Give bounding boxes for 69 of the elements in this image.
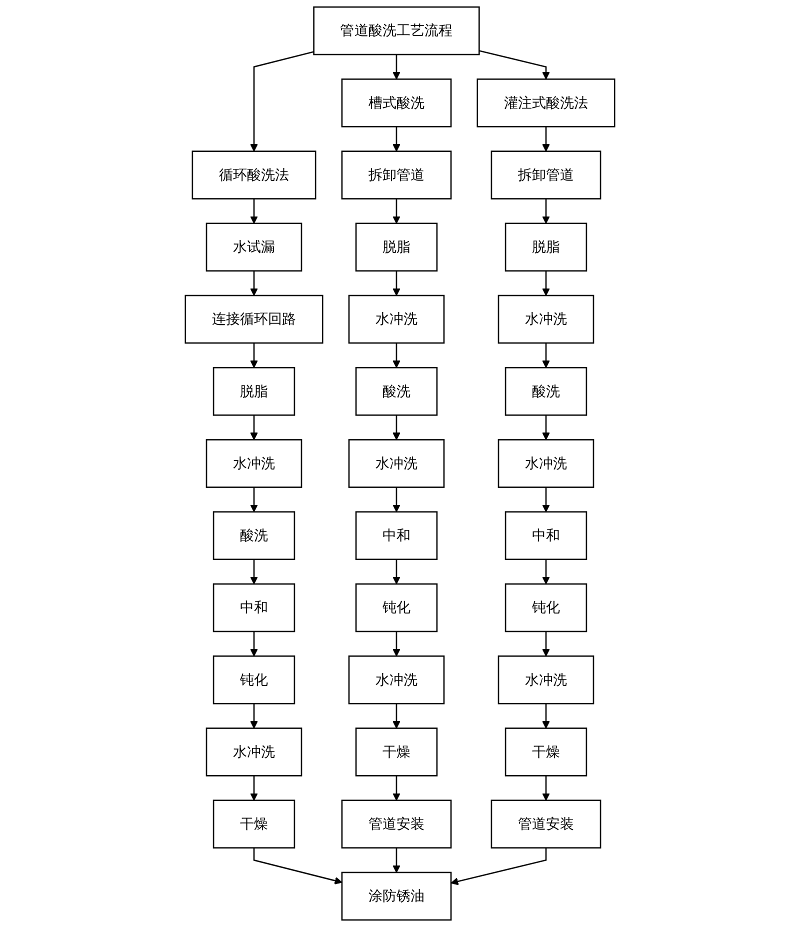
arrow — [392, 776, 400, 801]
node-box: 灌注式酸洗法 — [476, 78, 616, 128]
arrow — [542, 487, 550, 512]
node-box: 涂防锈油 — [341, 872, 452, 921]
node-box: 水冲洗 — [498, 439, 594, 488]
node-box: 中和 — [355, 511, 438, 560]
node-box: 干燥 — [355, 728, 438, 776]
arrow — [250, 198, 258, 224]
arrow — [542, 415, 550, 440]
arrow — [542, 776, 550, 801]
node-box: 水冲洗 — [348, 655, 445, 704]
node-box: 水冲洗 — [206, 728, 302, 776]
arrow — [250, 704, 258, 729]
node-box: 中和 — [212, 583, 296, 632]
arrow — [392, 343, 400, 368]
arrow — [542, 631, 550, 656]
node-box: 脱脂 — [504, 222, 588, 272]
arrow — [250, 415, 258, 440]
node-box: 循环酸洗法 — [192, 150, 316, 200]
node-box: 拆卸管道 — [341, 150, 452, 200]
node-box: 钝化 — [504, 583, 588, 632]
node-box: 槽式酸洗 — [341, 78, 452, 128]
node-box: 脱脂 — [355, 222, 438, 272]
node-box: 钝化 — [212, 655, 296, 704]
arrow — [250, 343, 258, 368]
node-box: 水冲洗 — [348, 439, 445, 488]
arrow — [542, 704, 550, 729]
arrow — [392, 415, 400, 440]
arrow — [392, 487, 400, 512]
arrow — [250, 487, 258, 512]
node-box: 水试漏 — [206, 222, 302, 272]
arrow — [542, 343, 550, 368]
arrow — [542, 559, 550, 584]
arrow — [392, 198, 400, 224]
arrow — [479, 50, 550, 80]
node-box: 管道酸洗工艺流程 — [313, 6, 480, 56]
node-box: 水冲洗 — [498, 294, 594, 344]
node-box: 水冲洗 — [498, 655, 594, 704]
arrow — [392, 848, 400, 873]
arrow — [250, 559, 258, 584]
node-box: 干燥 — [212, 800, 296, 848]
arrow — [250, 631, 258, 656]
node-box: 水冲洗 — [348, 294, 445, 344]
arrow — [392, 270, 400, 296]
arrow — [542, 198, 550, 224]
arrow — [250, 270, 258, 296]
node-box: 拆卸管道 — [490, 150, 602, 200]
node-box: 管道安装 — [490, 800, 602, 848]
node-box: 管道安装 — [341, 800, 452, 848]
arrow — [250, 51, 314, 152]
node-box: 酸洗 — [355, 366, 438, 416]
node-box: 水冲洗 — [206, 439, 302, 488]
arrow — [392, 54, 400, 80]
arrow — [392, 631, 400, 656]
arrow — [392, 704, 400, 729]
arrow — [542, 270, 550, 296]
arrow — [250, 776, 258, 801]
arrow — [392, 559, 400, 584]
node-box: 干燥 — [504, 728, 588, 776]
arrow — [253, 848, 342, 884]
node-box: 钝化 — [355, 583, 438, 632]
arrow — [542, 126, 550, 152]
node-box: 连接循环回路 — [184, 294, 324, 344]
arrow — [450, 848, 547, 886]
node-box: 脱脂 — [212, 366, 296, 416]
arrow — [392, 126, 400, 152]
node-box: 酸洗 — [504, 366, 588, 416]
node-box: 中和 — [504, 511, 588, 560]
node-box: 酸洗 — [212, 511, 296, 560]
